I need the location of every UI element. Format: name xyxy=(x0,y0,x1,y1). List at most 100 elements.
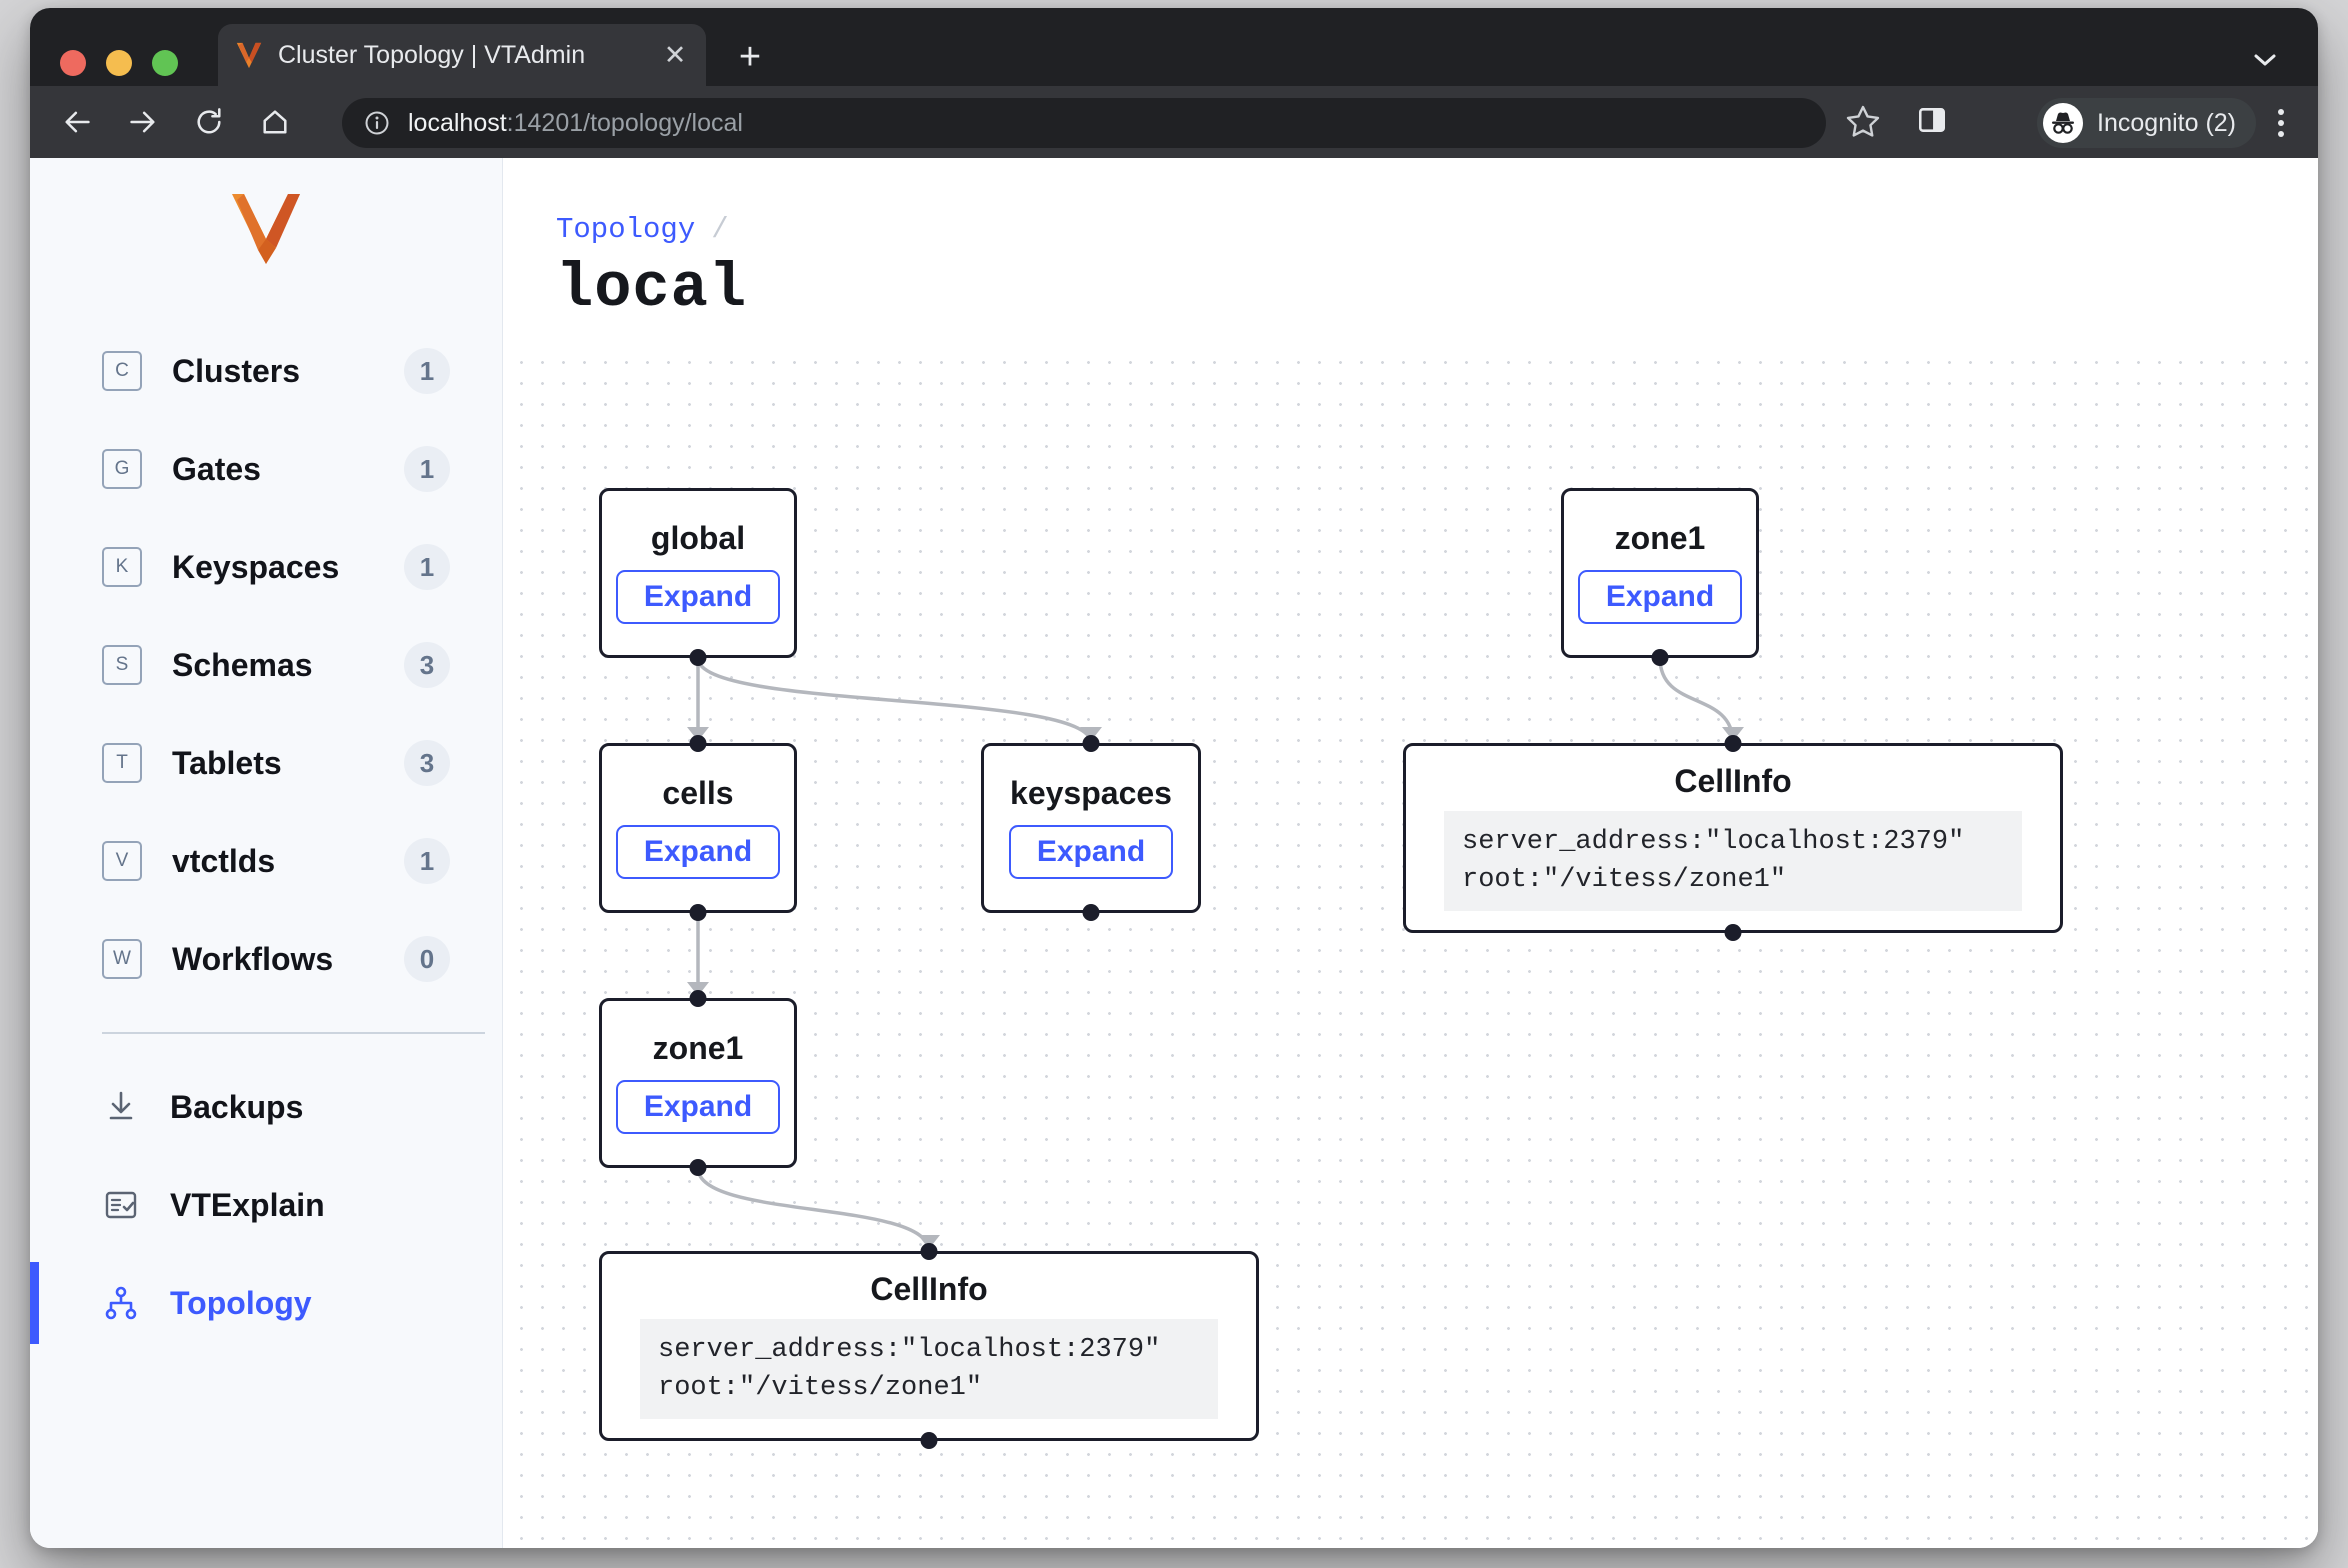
graph-node-cellinfo-right[interactable]: CellInfo server_address:"localhost:2379" … xyxy=(1403,743,2063,933)
shortcut-key-badge: C xyxy=(102,351,142,391)
sidebar-item-label: Schemas xyxy=(172,647,404,684)
browser-window: Cluster Topology | VTAdmin ✕ + xyxy=(30,8,2318,1548)
expand-button[interactable]: Expand xyxy=(616,1080,780,1134)
sidebar-item-label: Gates xyxy=(172,451,404,488)
star-icon[interactable] xyxy=(1844,102,1886,144)
sidebar-item-backups[interactable]: Backups xyxy=(30,1058,502,1156)
graph-node-code: server_address:"localhost:2379" root:"/v… xyxy=(1444,811,2022,912)
graph-node-zone1-left[interactable]: zone1Expand xyxy=(599,998,797,1168)
graph-node-cells[interactable]: cellsExpand xyxy=(599,743,797,913)
graph-node-title: keyspaces xyxy=(1010,777,1172,809)
sidebar-item-label: VTExplain xyxy=(170,1187,450,1224)
chevron-down-icon[interactable] xyxy=(2252,52,2278,68)
sidebar-item-label: Tablets xyxy=(172,745,404,782)
sidebar-item-schemas[interactable]: SSchemas3 xyxy=(30,616,502,714)
window-minimize-button[interactable] xyxy=(106,50,132,76)
graph-node-port-bottom[interactable] xyxy=(690,1159,707,1176)
vitess-logo-icon xyxy=(224,186,308,270)
window-maximize-button[interactable] xyxy=(152,50,178,76)
sidebar-item-count-badge: 1 xyxy=(404,446,450,492)
profile-chip[interactable]: Incognito (2) xyxy=(2037,98,2256,148)
window-close-button[interactable] xyxy=(60,50,86,76)
expand-button[interactable]: Expand xyxy=(1578,570,1742,624)
side-panel-icon[interactable] xyxy=(1916,104,1948,136)
sidebar-item-label: Backups xyxy=(170,1089,450,1126)
sidebar-item-vtexplain[interactable]: VTExplain xyxy=(30,1156,502,1254)
sidebar-item-workflows[interactable]: WWorkflows0 xyxy=(30,910,502,1008)
url-host: localhost xyxy=(408,109,507,137)
sidebar-item-label: Topology xyxy=(170,1285,450,1322)
graph-node-port-top[interactable] xyxy=(1083,735,1100,752)
sidebar-item-label: vtctlds xyxy=(172,843,404,880)
arrow-left-icon[interactable] xyxy=(56,101,98,143)
arrow-right-icon[interactable] xyxy=(122,101,164,143)
graph-node-port-bottom[interactable] xyxy=(690,649,707,666)
main-content: Topology / local globalExpandcellsExpand… xyxy=(503,158,2318,1548)
page-body: CClusters1GGates1KKeyspaces1SSchemas3TTa… xyxy=(30,158,2318,1548)
info-circle-icon[interactable] xyxy=(364,110,390,136)
three-dots-vertical-icon[interactable] xyxy=(2262,100,2300,146)
sidebar-item-clusters[interactable]: C Clusters1 xyxy=(30,322,502,420)
download-icon xyxy=(102,1088,140,1126)
graph-node-port-top[interactable] xyxy=(1725,735,1742,752)
graph-node-title: CellInfo xyxy=(870,1273,987,1305)
sidebar-divider xyxy=(102,1032,485,1034)
checklist-icon xyxy=(102,1186,140,1224)
graph-node-title: global xyxy=(651,522,745,554)
browser-tab[interactable]: Cluster Topology | VTAdmin ✕ xyxy=(218,24,706,86)
topology-graph-canvas[interactable]: globalExpandcellsExpandkeyspacesExpandzo… xyxy=(503,348,2318,1548)
topology-icon xyxy=(102,1284,140,1322)
sidebar-item-keyspaces[interactable]: KKeyspaces1 xyxy=(30,518,502,616)
browser-tab-strip: Cluster Topology | VTAdmin ✕ + xyxy=(30,8,2318,86)
graph-node-title: cells xyxy=(662,777,733,809)
graph-node-title: CellInfo xyxy=(1674,765,1791,797)
graph-node-port-top[interactable] xyxy=(690,735,707,752)
reload-icon[interactable] xyxy=(188,101,230,143)
sidebar-item-tablets[interactable]: T Tablets3 xyxy=(30,714,502,812)
graph-node-port-top[interactable] xyxy=(921,1243,938,1260)
graph-node-port-bottom[interactable] xyxy=(1725,924,1742,941)
breadcrumb: Topology / xyxy=(556,213,729,246)
graph-node-port-bottom[interactable] xyxy=(1652,649,1669,666)
graph-node-title: zone1 xyxy=(1615,522,1706,554)
graph-node-port-bottom[interactable] xyxy=(690,904,707,921)
shortcut-key-badge: V xyxy=(102,841,142,881)
graph-node-port-top[interactable] xyxy=(690,990,707,1007)
shortcut-key-badge: G xyxy=(102,449,142,489)
sidebar-item-count-badge: 1 xyxy=(404,348,450,394)
browser-toolbar: localhost:14201/topology/local xyxy=(30,86,2318,158)
address-bar[interactable]: localhost:14201/topology/local xyxy=(342,98,1826,148)
plus-icon[interactable]: + xyxy=(730,38,770,76)
graph-node-title: zone1 xyxy=(653,1032,744,1064)
close-icon[interactable]: ✕ xyxy=(660,42,690,69)
expand-button[interactable]: Expand xyxy=(1009,825,1173,879)
sidebar-item-count-badge: 3 xyxy=(404,740,450,786)
graph-node-port-bottom[interactable] xyxy=(921,1432,938,1449)
graph-node-global[interactable]: globalExpand xyxy=(599,488,797,658)
graph-node-keyspaces[interactable]: keyspacesExpand xyxy=(981,743,1201,913)
expand-button[interactable]: Expand xyxy=(616,825,780,879)
graph-node-zone1-right[interactable]: zone1Expand xyxy=(1561,488,1759,658)
url-path: :14201/topology/local xyxy=(507,109,743,137)
sidebar-item-label: Keyspaces xyxy=(172,549,404,586)
page-title: local xyxy=(556,253,747,324)
expand-button[interactable]: Expand xyxy=(616,570,780,624)
sidebar-primary-nav: CClusters1GGates1KKeyspaces1SSchemas3TTa… xyxy=(30,322,502,1008)
graph-edge xyxy=(698,658,1091,743)
sidebar-item-topology[interactable]: Topology xyxy=(30,1254,502,1352)
sidebar-item-count-badge: 1 xyxy=(404,838,450,884)
sidebar: CClusters1GGates1KKeyspaces1SSchemas3TTa… xyxy=(30,158,503,1548)
home-icon[interactable] xyxy=(254,101,296,143)
graph-edge xyxy=(698,1168,929,1251)
graph-node-cellinfo-bottom[interactable]: CellInfoserver_address:"localhost:2379" … xyxy=(599,1251,1259,1441)
vitess-v-icon xyxy=(234,40,264,70)
sidebar-logo[interactable] xyxy=(30,158,502,270)
sidebar-item-vtctlds[interactable]: Vvtctlds1 xyxy=(30,812,502,910)
sidebar-item-count-badge: 0 xyxy=(404,936,450,982)
graph-node-port-bottom[interactable] xyxy=(1083,904,1100,921)
sidebar-item-gates[interactable]: G Gates1 xyxy=(30,420,502,518)
address-bar-url: localhost:14201/topology/local xyxy=(408,109,743,138)
sidebar-item-label: Clusters xyxy=(172,353,404,390)
breadcrumb-link-topology[interactable]: Topology xyxy=(556,213,695,246)
shortcut-key-badge: T xyxy=(102,743,142,783)
